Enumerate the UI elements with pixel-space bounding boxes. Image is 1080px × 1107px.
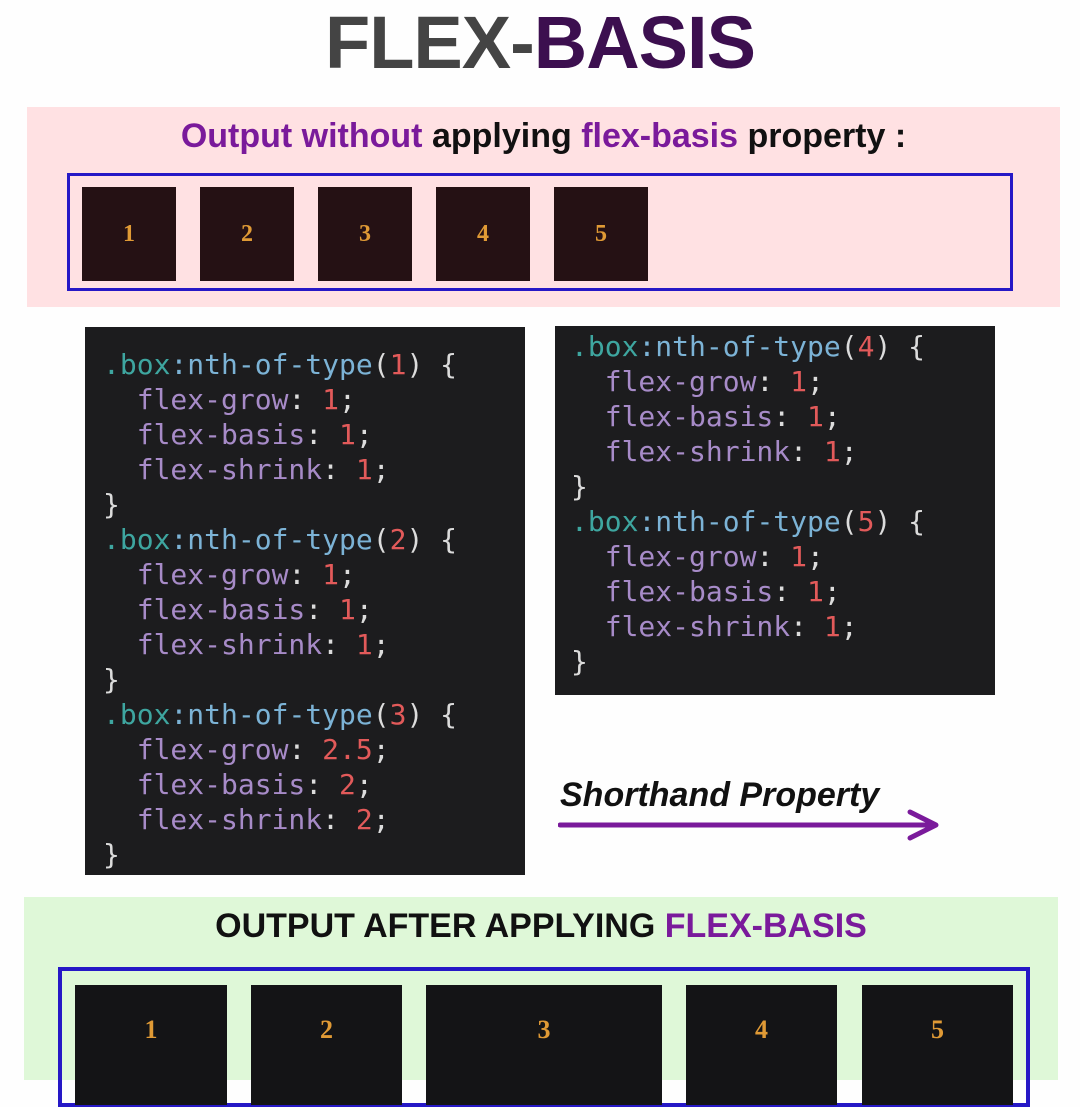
output-after-heading: OUTPUT AFTER APPLYING FLEX-BASIS xyxy=(24,907,1058,946)
code-rule-4: .box:nth-of-type(4) { flex-grow: 1; flex… xyxy=(571,330,926,503)
heading-applying: applying xyxy=(422,117,582,155)
flex-basis-box-5: 5 xyxy=(862,985,1013,1105)
flex-box-3: 3 xyxy=(318,187,412,281)
flex-basis-box-2: 2 xyxy=(251,985,402,1105)
code-block-right: .box:nth-of-type(4) { flex-grow: 1; flex… xyxy=(555,326,995,695)
title-part-basis: BASIS xyxy=(533,1,756,84)
heading-output-without: Output without xyxy=(180,117,423,155)
flex-basis-box-4: 4 xyxy=(686,985,837,1105)
flex-box-2: 2 xyxy=(200,187,294,281)
code-block-left: .box:nth-of-type(1) { flex-grow: 1; flex… xyxy=(85,327,525,875)
flex-box-1: 1 xyxy=(82,187,176,281)
page-title: FLEX-BASIS xyxy=(0,0,1080,90)
flex-box-4: 4 xyxy=(436,187,530,281)
title-part-flex: FLEX- xyxy=(325,1,535,84)
heading-output-after: OUTPUT AFTER APPLYING xyxy=(215,907,665,945)
code-rule-1: .box:nth-of-type(1) { flex-grow: 1; flex… xyxy=(103,348,458,521)
code-rule-3: .box:nth-of-type(3) { flex-grow: 2.5; fl… xyxy=(103,698,458,871)
flex-container-before xyxy=(67,173,1013,291)
right-arrow-icon xyxy=(558,809,939,841)
output-without-panel: Output without applying flex-basis prope… xyxy=(27,107,1060,307)
output-without-heading: Output without applying flex-basis prope… xyxy=(27,117,1060,156)
code-rule-5: .box:nth-of-type(5) { flex-grow: 1; flex… xyxy=(571,505,926,678)
flex-box-5: 5 xyxy=(554,187,648,281)
code-rule-2: .box:nth-of-type(2) { flex-grow: 1; flex… xyxy=(103,523,458,696)
flex-basis-box-1: 1 xyxy=(75,985,227,1105)
heading-flex-basis-caps: FLEX-BASIS xyxy=(664,907,867,945)
flex-basis-box-3: 3 xyxy=(426,985,662,1105)
shorthand-property-label: Shorthand Property xyxy=(560,776,880,814)
heading-property: property : xyxy=(738,117,907,155)
heading-flex-basis: flex-basis xyxy=(581,117,739,155)
output-after-panel: OUTPUT AFTER APPLYING FLEX-BASIS 1 2 3 4… xyxy=(24,897,1058,1107)
